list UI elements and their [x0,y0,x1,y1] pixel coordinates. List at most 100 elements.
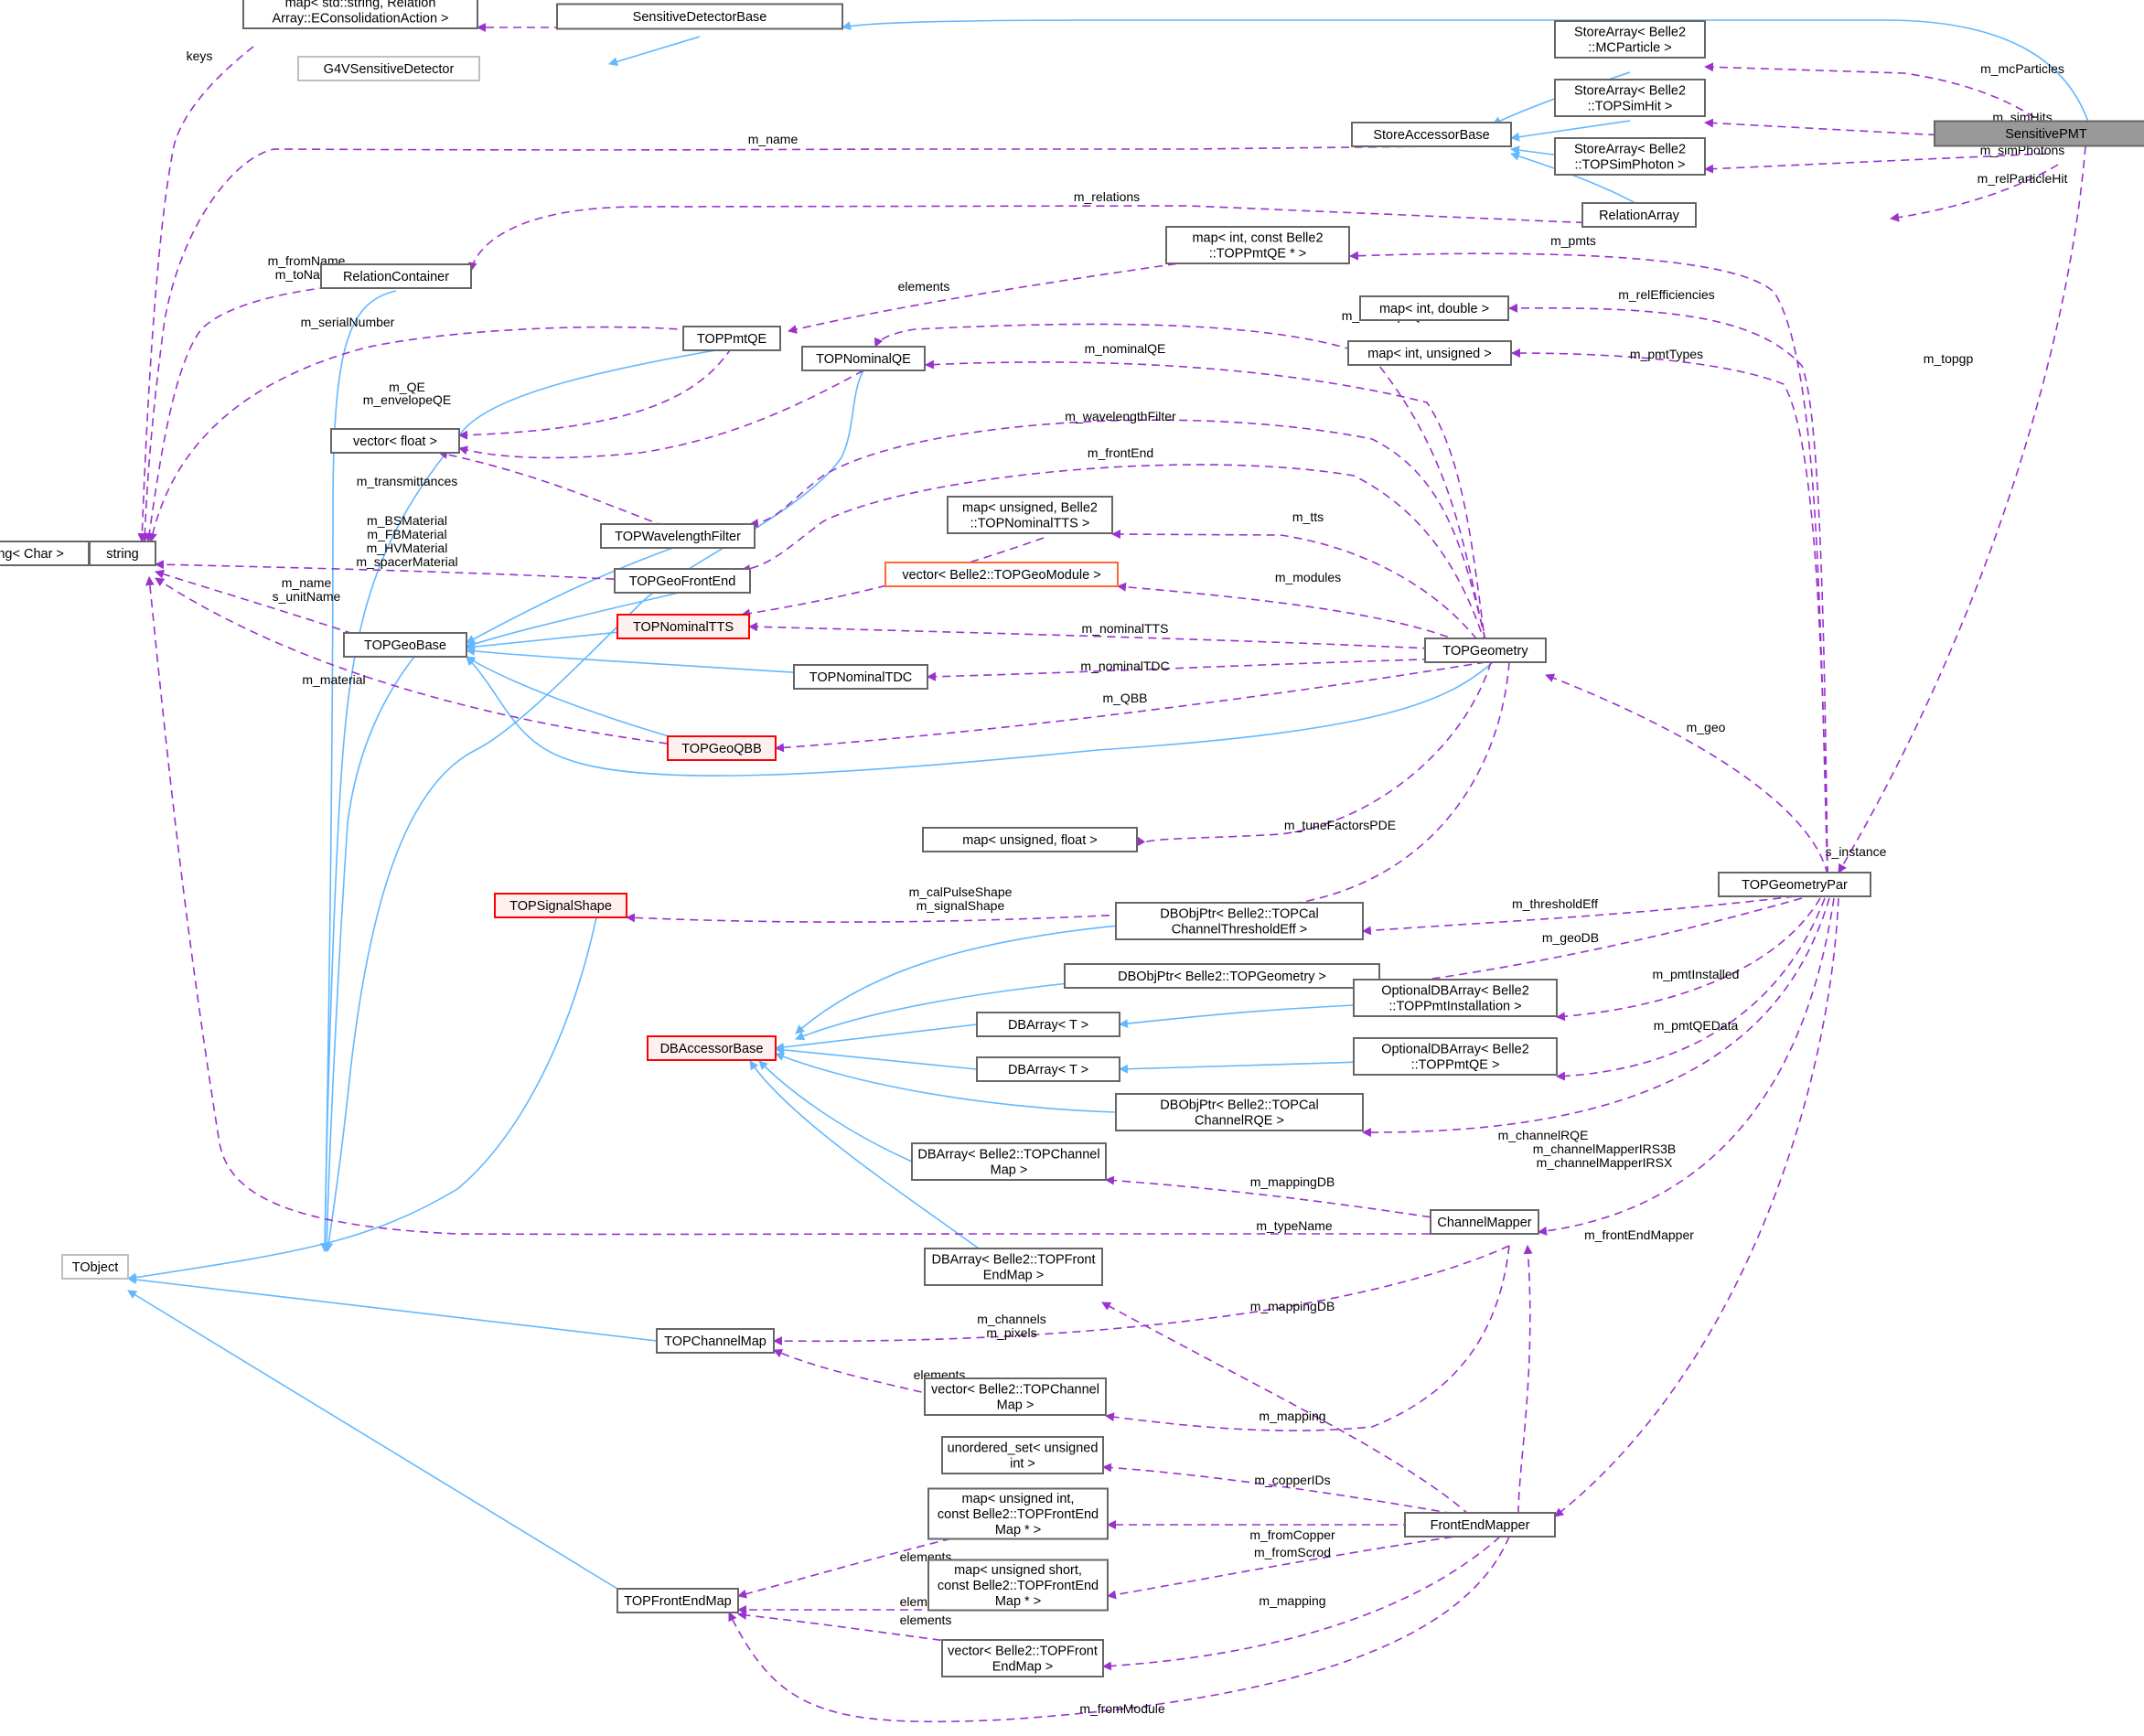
class-node[interactable]: map< int, unsigned > [1347,340,1512,366]
node-box [320,263,472,289]
class-node[interactable]: TOPNominalTTS [616,614,750,639]
class-node[interactable]: RelationArray [1581,202,1697,228]
node-label: StoreAccessorBase [1373,128,1489,143]
usage-edge [140,145,1432,542]
class-node[interactable]: RelationContainer [320,263,472,289]
class-node[interactable]: vector< Belle2::TOPChannelMap > [924,1377,1107,1416]
usage-edge [155,577,723,751]
node-box [494,893,627,918]
node-box [801,346,926,371]
inheritance-edge [466,591,683,648]
inheritance-edge [127,1290,618,1590]
class-node[interactable]: map< unsigned, float > [922,827,1138,852]
class-node[interactable]: vector< float > [330,428,460,454]
edge-label: m_nominalTDC [1080,659,1169,673]
edge-label: m_transmittances [357,474,457,488]
class-node[interactable]: map< unsigned, Belle2::TOPNominalTTS > [947,496,1113,534]
node-label: DBArray< Belle2::TOPFront [931,1253,1095,1268]
edge-label: m_nominalTTS [1082,621,1169,636]
inheritance-edge [1510,120,1631,142]
node-label: map< int, double > [1379,302,1489,316]
class-node[interactable]: basic_string< Char > [0,541,90,566]
node-box [600,523,756,549]
class-node[interactable]: StoreArray< Belle2::TOPSimPhoton > [1554,137,1706,176]
class-node[interactable]: map< std::string, RelationArray::EConsol… [242,0,478,29]
edge-label: m_pmtQEData [1654,1018,1739,1033]
class-node[interactable]: map< int, const Belle2::TOPPmtQE * > [1165,226,1350,264]
node-label: OptionalDBArray< Belle2 [1381,1043,1529,1057]
class-node[interactable]: ChannelMapper [1430,1209,1539,1235]
node-label: TOPNominalTDC [809,670,913,685]
edge-label: m_geoDB [1542,930,1599,945]
edge-label: m_mapping [1259,1593,1325,1608]
edge-label: elements [898,279,950,294]
class-node[interactable]: TOPPmtQE [682,326,781,351]
class-node[interactable]: TObject [61,1254,129,1280]
node-box [667,735,777,761]
class-node[interactable]: DBArray< Belle2::TOPFrontEndMap > [924,1248,1103,1286]
node-box [1424,638,1547,663]
node-box [941,1436,1104,1474]
class-node[interactable]: DBArray< T > [976,1012,1120,1037]
class-node[interactable]: map< unsigned int,const Belle2::TOPFront… [927,1487,1109,1540]
class-node[interactable]: OptionalDBArray< Belle2::TOPPmtQE > [1353,1037,1558,1076]
edge-label: m_copperIDs [1254,1473,1330,1487]
node-label: TOPGeometryPar [1742,878,1848,893]
class-node[interactable]: G4VSensitiveDetector [297,56,480,81]
usage-edge [1111,530,1486,651]
class-node[interactable]: vector< Belle2::TOPGeoModule > [884,562,1119,587]
class-node[interactable]: string [89,541,156,566]
class-node[interactable]: FrontEndMapper [1404,1512,1556,1538]
class-node[interactable]: TOPChannelMap [656,1328,775,1354]
node-label: TOPPmtQE [697,332,767,347]
node-label: vector< Belle2::TOPChannel [931,1383,1099,1398]
class-node[interactable]: TOPGeoQBB [667,735,777,761]
class-node[interactable]: DBArray< Belle2::TOPChannelMap > [911,1142,1107,1181]
node-label: TObject [72,1260,119,1275]
class-node[interactable]: DBObjPtr< Belle2::TOPGeometry > [1064,963,1380,989]
inheritance-edge [320,290,397,1252]
class-node[interactable]: map< unsigned short,const Belle2::TOPFro… [927,1559,1109,1612]
node-label: Map > [991,1163,1028,1178]
class-node[interactable]: SensitiveDetectorBase [556,3,843,30]
class-node[interactable]: StoreArray< Belle2::MCParticle > [1554,20,1706,59]
class-node[interactable]: TOPNominalTDC [793,664,928,690]
node-label: DBObjPtr< Belle2::TOPCal [1160,1098,1318,1113]
node-label: DBObjPtr< Belle2::TOPCal [1160,907,1318,922]
class-node[interactable]: DBObjPtr< Belle2::TOPCalChannelThreshold… [1115,902,1364,940]
class-node[interactable]: vector< Belle2::TOPFrontEndMap > [941,1639,1104,1677]
class-node[interactable]: StoreAccessorBase [1351,122,1512,147]
node-box [1554,137,1706,176]
class-node[interactable]: TOPFrontEndMap [616,1588,739,1613]
class-node[interactable]: TOPGeometry [1424,638,1547,663]
class-node[interactable]: DBAccessorBase [647,1035,777,1061]
class-node[interactable]: TOPGeometryPar [1718,872,1871,897]
class-node[interactable]: StoreArray< Belle2::TOPSimHit > [1554,79,1706,117]
class-node[interactable]: TOPGeoFrontEnd [614,568,751,594]
class-node[interactable]: TOPWavelengthFilter [600,523,756,549]
class-node[interactable]: TOPSignalShape [494,893,627,918]
class-node[interactable]: TOPGeoBase [343,632,467,658]
inheritance-edge [127,916,597,1282]
inheritance-edge [775,1052,1117,1113]
class-node[interactable]: map< int, double > [1359,295,1509,321]
class-node[interactable]: OptionalDBArray< Belle2::TOPPmtInstallat… [1353,979,1558,1017]
class-node[interactable]: DBArray< T > [976,1056,1120,1082]
class-node[interactable]: TOPNominalQE [801,346,926,371]
class-node[interactable]: SensitivePMT [1934,120,2144,147]
edge-label: m_frontEnd [1088,445,1153,460]
node-label: ::TOPSimHit > [1588,100,1673,114]
edge-label: m_spacerMaterial [356,554,457,569]
node-box [614,568,751,594]
node-label: const Belle2::TOPFrontEnd [938,1507,1099,1522]
node-box [1165,226,1350,264]
usage-edge [1538,897,1835,1236]
node-label: map< unsigned, float > [962,833,1098,848]
inheritance-edge [320,347,733,1252]
edge-label: s_instance [1826,844,1887,859]
inheritance-edge [466,545,679,644]
node-label: Map * > [995,1594,1041,1609]
usage-edge [1545,673,1828,875]
